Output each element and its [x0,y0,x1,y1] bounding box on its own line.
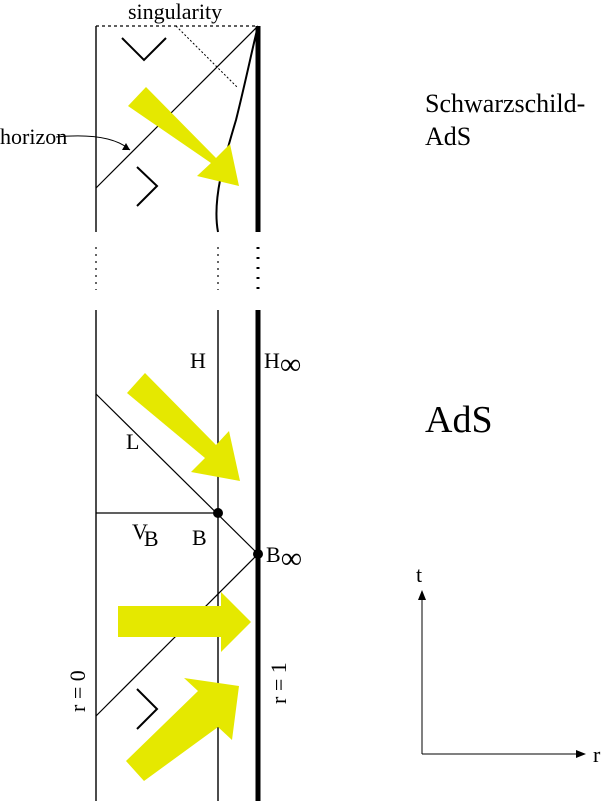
singularity-label: singularity [128,0,222,24]
arrow-down-right-middle [127,373,240,481]
ads-region: H H∞ L VB B B∞ AdS r = 0 r = 1 [65,310,493,801]
horizon-label: horizon [0,124,67,149]
horizon-curve [215,25,259,233]
ads-label: AdS [425,399,493,441]
B-label: B [192,525,207,550]
B-inf-base: B [266,542,281,567]
V-B-label: VB [132,519,159,551]
singularity-leader [175,25,239,89]
t-axis-arrowhead [418,590,426,600]
r0-label: r = 0 [65,670,90,712]
schwarzschild-ads-label-line2: AdS [425,122,471,151]
H-inf-label: H∞ [264,348,301,381]
arrow-right [118,592,251,652]
r1-label: r = 1 [266,662,291,704]
arrow-down-right-upper [128,87,239,186]
point-B-inf [253,549,263,559]
H-label: H [190,348,206,373]
axes: t r [416,562,601,767]
chevron-right-icon [136,166,159,207]
arrow-up-right-lower [126,678,239,781]
chevron-right-icon [136,688,159,730]
V-B-base: V [132,519,148,544]
r-axis-arrowhead [576,750,586,758]
H-inf-base: H [264,348,280,373]
t-axis-label: t [416,562,422,587]
r-axis-label: r [593,742,601,767]
B-inf-sub: ∞ [281,542,302,575]
point-B [213,508,223,518]
schwarzschild-ads-label-line1: Schwarzschild- [425,89,585,118]
dotted-continuation [95,247,260,290]
chevron-down-icon [121,37,167,62]
L-label: L [126,429,139,454]
horizon-line [95,25,259,189]
V-B-sub: B [144,526,159,551]
schwarzschild-ads-region: singularity horizon Schwarzschild- AdS [0,0,585,233]
B-inf-label: B∞ [266,542,302,575]
yellow-arrows [118,87,251,781]
light-ray-L [95,393,259,555]
horizon-leader-arrowhead [122,143,130,150]
H-inf-sub: ∞ [280,348,301,381]
